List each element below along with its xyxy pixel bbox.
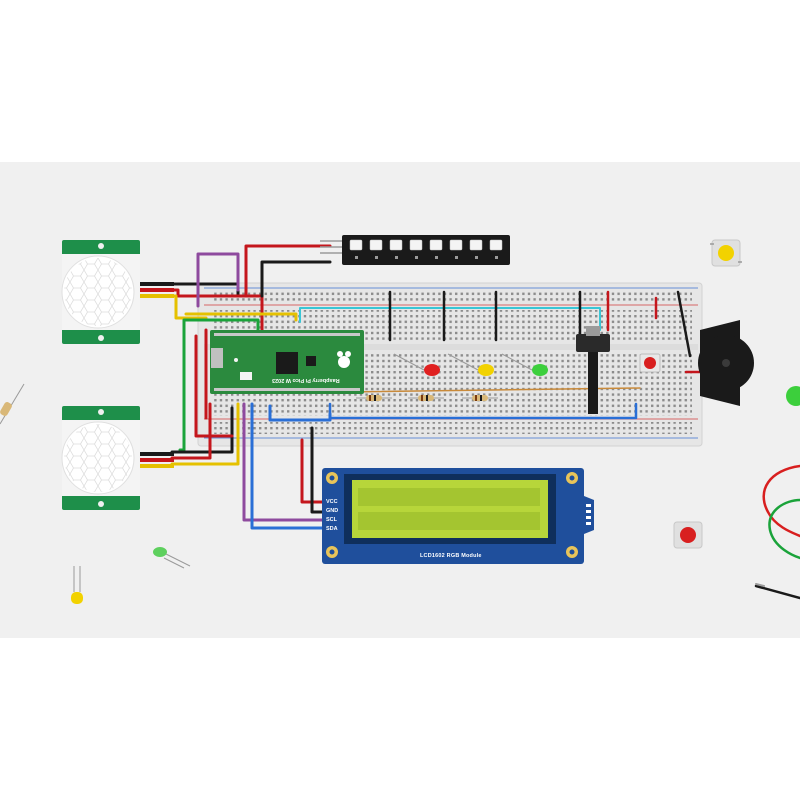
bottom-power-rail <box>212 422 692 434</box>
led-green <box>501 353 548 376</box>
jumper-wires <box>170 244 708 530</box>
loose-push-button-yellow <box>710 239 742 267</box>
buzzer <box>698 320 754 406</box>
center-channel <box>204 344 698 350</box>
wire-blue-long <box>328 402 638 420</box>
led-yellow <box>447 353 494 376</box>
wire-lcd-vcc <box>300 438 324 504</box>
potentiometer <box>576 326 610 414</box>
lcd-module <box>322 468 594 564</box>
lcd-pin-sda: SDA <box>326 526 338 532</box>
wire-buzzer-gnd <box>676 290 692 358</box>
loose-jumper-wires <box>754 464 800 600</box>
raspberry-pi-pico <box>210 330 364 394</box>
wire-red-to-strip <box>244 244 332 298</box>
wire-red-left <box>194 334 234 438</box>
wire-purple-top <box>196 252 240 308</box>
lcd-pin-vcc: VCC <box>326 499 338 505</box>
wire-pir1-vcc <box>170 288 264 340</box>
wire-black-to-strip <box>260 260 332 298</box>
wire-cyan <box>299 307 601 331</box>
loose-push-button-red <box>673 521 703 549</box>
loose-resistor <box>0 383 25 425</box>
loose-led-yellow <box>71 566 83 604</box>
raspberry-logo <box>337 351 351 368</box>
led-red <box>393 353 440 376</box>
pir-sensor-top <box>61 240 174 344</box>
wire-green <box>178 318 260 452</box>
pir-sensor-bottom <box>61 406 174 510</box>
wire-lcd-scl <box>242 402 324 522</box>
wire-pir2-gnd <box>170 406 234 454</box>
wire-pir1-out <box>170 294 208 320</box>
wire-lcd-gnd <box>310 426 324 514</box>
loose-led-green-partial <box>786 386 800 406</box>
loose-led-green <box>153 547 191 569</box>
resistor-3 <box>462 395 498 401</box>
wire-pir2-out <box>170 402 240 466</box>
resistor-2 <box>408 395 444 401</box>
lcd-pin-gnd: GND <box>326 508 339 514</box>
wire-lcd-sda <box>250 402 324 530</box>
lcd-module-label: LCD1602 RGB Module <box>420 553 482 559</box>
resistor-1 <box>356 395 392 401</box>
wire-yellow-2 <box>184 312 298 322</box>
top-power-rail <box>212 290 692 302</box>
pico-board-label: Raspberry Pi Pico W 2023 <box>272 377 340 383</box>
push-button-red-board <box>639 353 661 373</box>
lcd-pin-scl: SCL <box>326 517 337 523</box>
wire-pir2-vcc <box>170 402 212 460</box>
rgb-led-strip <box>320 235 510 265</box>
